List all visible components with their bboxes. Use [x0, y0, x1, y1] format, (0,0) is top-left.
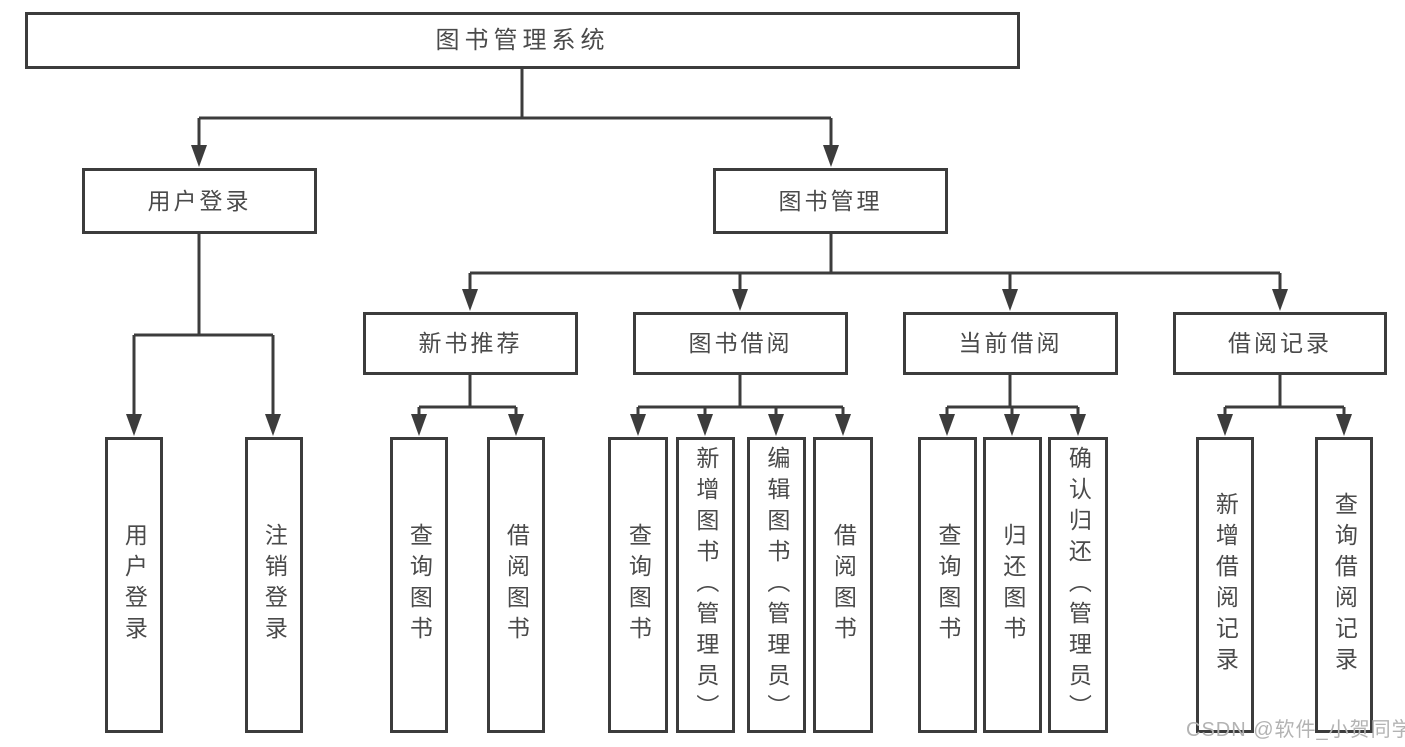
leaf-user-login: 用户登录 — [105, 437, 163, 733]
node-new-book-recommend: 新书推荐 — [363, 312, 578, 375]
node-book-management: 图书管理 — [713, 168, 948, 234]
node-borrowing-records: 借阅记录 — [1173, 312, 1387, 375]
leaf-query-books-recommend: 查询图书 — [390, 437, 448, 733]
node-user-login: 用户登录 — [82, 168, 317, 234]
leaf-edit-book-admin: 编辑图书（管理员） — [747, 437, 806, 733]
leaf-logout: 注销登录 — [245, 437, 303, 733]
leaf-borrow-books: 借阅图书 — [813, 437, 873, 733]
leaf-return-book: 归还图书 — [983, 437, 1042, 733]
leaf-confirm-return-admin: 确认归还（管理员） — [1048, 437, 1108, 733]
node-current-borrowing: 当前借阅 — [903, 312, 1118, 375]
leaf-query-borrow-record: 查询借阅记录 — [1315, 437, 1373, 733]
node-book-borrowing: 图书借阅 — [633, 312, 848, 375]
leaf-query-books-current: 查询图书 — [918, 437, 977, 733]
leaf-add-book-admin: 新增图书（管理员） — [676, 437, 735, 733]
leaf-borrow-books-recommend: 借阅图书 — [487, 437, 545, 733]
leaf-add-borrow-record: 新增借阅记录 — [1196, 437, 1254, 733]
node-library-management-system: 图书管理系统 — [25, 12, 1020, 69]
watermark: CSDN @软件_小贺同学 — [1186, 719, 1405, 741]
leaf-query-books-borrowing: 查询图书 — [608, 437, 668, 733]
